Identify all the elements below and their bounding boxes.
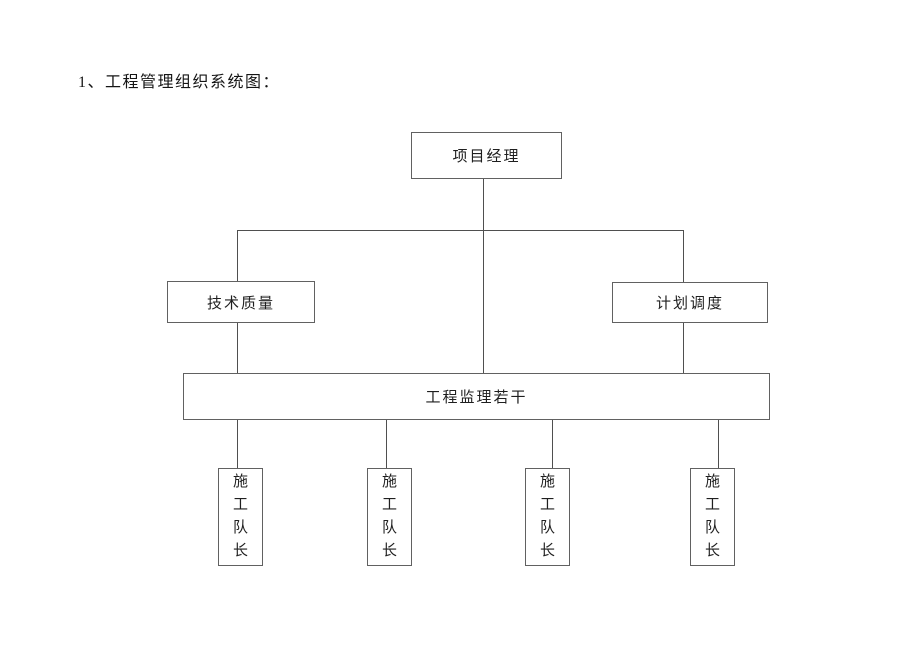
node-construction-leader-3: 施工队长	[525, 468, 570, 566]
node-construction-leader-2: 施工队长	[367, 468, 412, 566]
node-construction-leader-3-label: 施工队长	[539, 474, 555, 559]
node-engineering-supervision: 工程监理若干	[183, 373, 770, 420]
node-technical-quality: 技术质量	[167, 281, 315, 323]
node-project-manager: 项目经理	[411, 132, 562, 179]
node-project-manager-label: 项目经理	[452, 149, 521, 165]
node-construction-leader-4: 施工队长	[690, 468, 735, 566]
node-construction-leader-2-label: 施工队长	[381, 474, 397, 559]
connector-leaf-1	[237, 420, 238, 468]
section-heading: 1、工程管理组织系统图：	[78, 74, 281, 91]
connector-branch-horizontal	[237, 230, 684, 231]
node-planning-dispatch-label: 计划调度	[655, 296, 724, 312]
connector-leaf-2	[386, 420, 387, 468]
connector-root-to-supervision	[483, 179, 484, 374]
connector-leaf-3	[552, 420, 553, 468]
node-construction-leader-1-label: 施工队长	[232, 474, 248, 559]
connector-leaf-4	[718, 420, 719, 468]
node-planning-dispatch: 计划调度	[612, 282, 768, 323]
node-construction-leader-1: 施工队长	[218, 468, 263, 566]
node-construction-leader-4-label: 施工队长	[704, 474, 720, 559]
node-engineering-supervision-label: 工程监理若干	[425, 390, 528, 406]
node-technical-quality-label: 技术质量	[206, 295, 275, 312]
